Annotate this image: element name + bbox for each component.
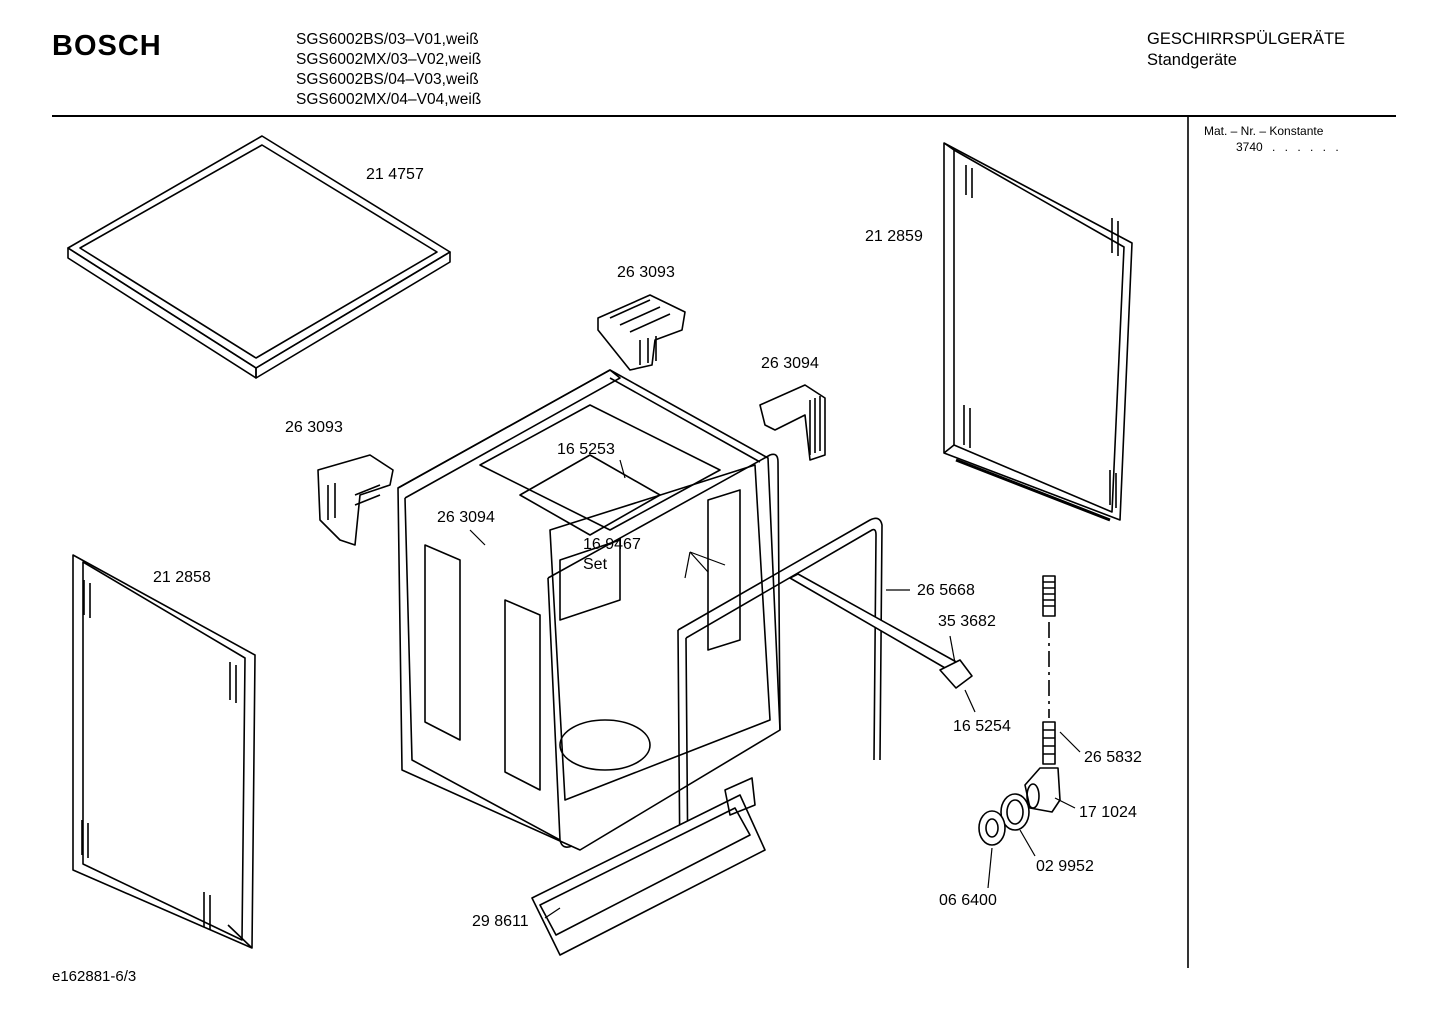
front-frame-seal-part (547, 453, 781, 848)
model-line: SGS6002MX/04–V04,weiß (296, 91, 482, 108)
leader-lines (469, 459, 1081, 919)
part-number-263093-top: 26 3093 (617, 264, 675, 281)
drawing-id: e162881-6/3 (52, 968, 137, 985)
top-cover-part (67, 135, 451, 379)
hinge-bracket-top (597, 294, 686, 371)
part-number-169467-set: Set (583, 556, 608, 573)
part-number-353682: 35 3682 (938, 613, 996, 630)
drain-plug-part (978, 810, 1006, 846)
model-line: SGS6002BS/04–V03,weiß (296, 71, 479, 88)
drain-hose-part (1042, 575, 1056, 765)
part-number-265668: 26 5668 (917, 582, 975, 599)
left-side-panel-part (72, 554, 256, 949)
model-line: SGS6002MX/03–V02,weiß (296, 51, 482, 68)
hinge-bracket-left (317, 454, 394, 546)
part-number-165253: 16 5253 (557, 441, 615, 458)
category-title: GESCHIRRSPÜLGERÄTE (1147, 30, 1346, 48)
part-number-263094-inner: 26 3094 (437, 509, 495, 526)
drain-fitting-part (1024, 767, 1061, 813)
mat-number-value: 3740 (1236, 140, 1263, 154)
right-side-panel-part (943, 142, 1133, 522)
mat-number-dots: . . . . . . (1272, 140, 1342, 154)
sealing-ring-part (1000, 793, 1030, 831)
part-number-214757: 21 4757 (366, 166, 424, 183)
subcategory-title: Standgeräte (1147, 51, 1237, 69)
part-number-263093-left: 26 3093 (285, 419, 343, 436)
part-number-066400: 06 6400 (939, 892, 997, 909)
rail-rod-part (789, 573, 973, 689)
plinth-strip-part (531, 777, 766, 956)
part-number-212859: 21 2859 (865, 228, 923, 245)
hinge-bracket-right (759, 384, 826, 461)
dishwasher-tub-part (397, 369, 781, 851)
part-number-298611: 29 8611 (472, 913, 529, 930)
model-line: SGS6002BS/03–V01,weiß (296, 31, 479, 48)
part-number-265832: 26 5832 (1084, 749, 1142, 766)
brand-logo: BOSCH (52, 30, 162, 62)
part-number-165254: 16 5254 (953, 718, 1011, 735)
mat-number-label: Mat. – Nr. – Konstante (1204, 124, 1324, 138)
part-number-169467: 16 9467 (583, 536, 641, 553)
model-list: SGS6002BS/03–V01,weiß SGS6002MX/03–V02,w… (296, 30, 481, 110)
part-number-171024: 17 1024 (1079, 804, 1137, 821)
part-number-029952: 02 9952 (1036, 858, 1094, 875)
part-number-212858: 21 2858 (153, 569, 211, 586)
part-number-263094-top: 26 3094 (761, 355, 819, 372)
